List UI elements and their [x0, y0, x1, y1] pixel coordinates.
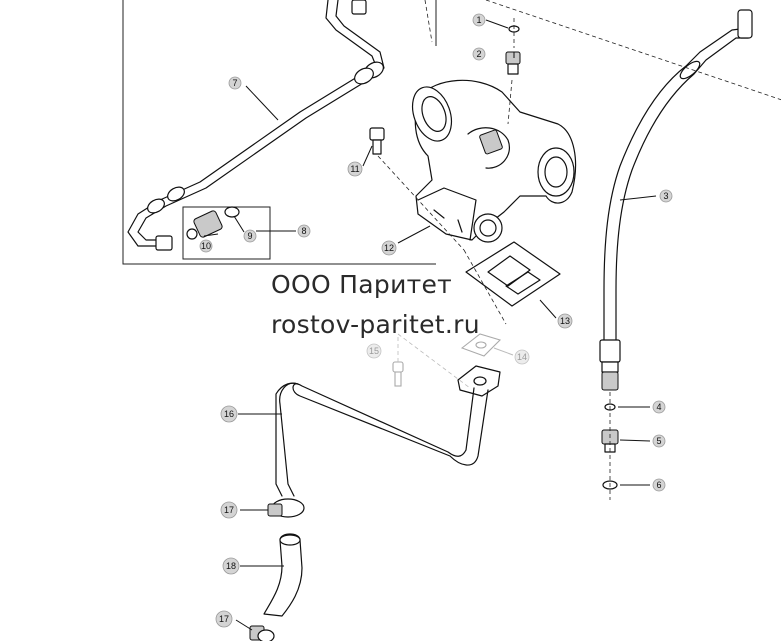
callout-8: 8	[297, 224, 311, 238]
callout-7: 7	[228, 76, 242, 90]
svg-text:5: 5	[656, 436, 661, 446]
svg-text:8: 8	[301, 226, 306, 236]
callout-17-upper: 17	[220, 501, 238, 519]
callout-17-lower: 17	[215, 610, 233, 628]
svg-text:14: 14	[517, 352, 527, 362]
callout-4: 4	[652, 400, 666, 414]
svg-text:15: 15	[369, 346, 379, 356]
svg-text:11: 11	[350, 164, 359, 174]
bolt-11	[369, 127, 385, 155]
assembly-frame	[122, 0, 437, 265]
hose-clamp-17-lower	[249, 625, 275, 641]
watermark-company: ООО Паритет	[271, 270, 453, 299]
svg-text:4: 4	[656, 402, 661, 412]
svg-text:7: 7	[232, 78, 237, 88]
flexible-oil-hose-3	[599, 9, 753, 391]
o-ring-9	[224, 206, 240, 218]
gasket-14	[460, 333, 502, 357]
callout-9: 9	[243, 229, 257, 243]
callout-13: 13	[557, 313, 573, 329]
svg-text:13: 13	[560, 316, 570, 326]
svg-text:2: 2	[476, 49, 481, 59]
gasket-13	[465, 241, 561, 307]
fitting-2	[505, 51, 521, 75]
callout-6: 6	[652, 478, 666, 492]
callout-15: 15	[366, 343, 382, 359]
callout-10: 10	[199, 239, 213, 253]
svg-text:9: 9	[247, 231, 252, 241]
rubber-hose-18	[263, 533, 303, 617]
bolt-15	[392, 361, 404, 387]
callout-11: 11	[347, 161, 363, 177]
svg-text:17: 17	[219, 614, 229, 624]
oil-drain-tube	[275, 382, 489, 497]
oil-supply-pipe	[127, 0, 385, 251]
callout-16: 16	[220, 405, 238, 423]
svg-text:6: 6	[656, 480, 661, 490]
svg-text:16: 16	[224, 409, 234, 419]
callout-18: 18	[222, 557, 240, 575]
svg-text:1: 1	[476, 15, 481, 25]
callout-2: 2	[472, 47, 486, 61]
svg-text:18: 18	[226, 561, 236, 571]
washer-6	[602, 480, 618, 490]
callout-12: 12	[381, 240, 397, 256]
callout-1: 1	[472, 13, 486, 27]
alignment-lines	[377, 0, 781, 500]
callout-14: 14	[514, 349, 530, 365]
svg-text:3: 3	[663, 191, 668, 201]
leader-lines	[203, 19, 657, 631]
svg-text:17: 17	[224, 505, 234, 515]
svg-text:10: 10	[201, 241, 211, 251]
watermark-website: rostov-paritet.ru	[271, 310, 480, 339]
adapter-fitting-10	[186, 210, 223, 240]
turbocharger	[411, 79, 577, 243]
callout-5: 5	[652, 434, 666, 448]
hose-clamp-17-upper	[267, 498, 305, 518]
drain-flange	[457, 365, 501, 397]
svg-text:12: 12	[384, 243, 394, 253]
callout-3: 3	[659, 189, 673, 203]
